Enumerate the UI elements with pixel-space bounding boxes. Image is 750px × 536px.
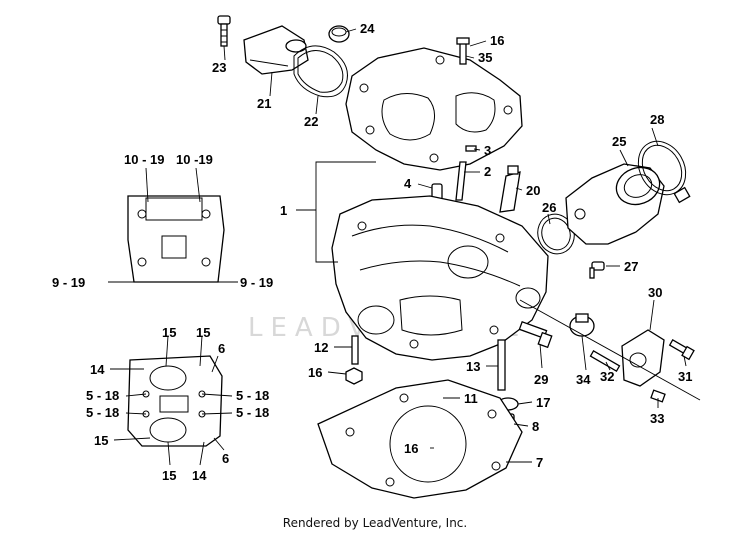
callout-7: 7 — [536, 455, 543, 470]
stud-12 — [351, 335, 359, 365]
thermostat — [569, 313, 595, 337]
water-outlet-housing — [621, 329, 665, 387]
callout-16-left: 16 — [308, 365, 322, 380]
callout-5-18-c: 5 - 18 — [236, 388, 269, 403]
callout-5-18-a: 5 - 18 — [86, 388, 119, 403]
callout-29: 29 — [534, 372, 548, 387]
callout-2: 2 — [484, 164, 491, 179]
head-gasket — [317, 379, 523, 499]
callout-35: 35 — [478, 50, 492, 65]
callout-21: 21 — [257, 96, 271, 111]
callout-13: 13 — [466, 359, 480, 374]
callout-15-bottom-left: 15 — [94, 433, 108, 448]
nut-16-left — [345, 367, 363, 385]
bolt-32 — [589, 350, 621, 372]
bolt-31 — [668, 339, 695, 361]
head-bottom-view — [127, 355, 223, 447]
callout-10-19-a: 10 - 19 — [124, 152, 164, 167]
valve-cover — [345, 47, 523, 171]
intake-manifold — [565, 163, 665, 245]
pin-3 — [465, 145, 477, 152]
callout-31: 31 — [678, 369, 692, 384]
callout-3: 3 — [484, 143, 491, 158]
head-top-view — [127, 195, 225, 283]
callout-9-19-left: 9 - 19 — [52, 275, 85, 290]
callout-6-bottom: 6 — [222, 451, 229, 466]
callout-10-19-b: 10 -19 — [176, 152, 213, 167]
callout-33: 33 — [650, 411, 664, 426]
callout-32: 32 — [600, 369, 614, 384]
callout-28: 28 — [650, 112, 664, 127]
cylinder-head — [331, 195, 549, 361]
cap-gasket — [293, 45, 348, 98]
callout-6-top: 6 — [218, 341, 225, 356]
callout-4: 4 — [404, 176, 412, 191]
callout-34: 34 — [576, 372, 591, 387]
callout-20: 20 — [526, 183, 540, 198]
callout-22: 22 — [304, 114, 318, 129]
callout-15-top-left: 15 — [162, 325, 176, 340]
callout-11: 11 — [464, 391, 478, 406]
cap-bolt — [217, 15, 231, 47]
hose-clamp — [637, 140, 691, 204]
dowel-33 — [650, 389, 666, 403]
leader-lines — [108, 28, 701, 466]
callout-17: 17 — [536, 395, 550, 410]
callout-24: 24 — [360, 21, 375, 36]
pin-2 — [455, 161, 467, 201]
tappet-cap — [243, 25, 309, 75]
stud-bolt-35 — [456, 37, 470, 65]
callout-9-19-right: 9 - 19 — [240, 275, 273, 290]
stud-13 — [497, 339, 506, 391]
screw-27 — [589, 261, 605, 279]
callout-14-left: 14 — [90, 362, 105, 377]
callout-25: 25 — [612, 134, 626, 149]
callout-1: 1 — [280, 203, 287, 218]
callout-labels: 23 21 22 24 16 35 3 2 4 20 1 26 25 28 27… — [52, 21, 692, 483]
callout-16-top: 16 — [490, 33, 504, 48]
callout-14-bottom: 14 — [192, 468, 207, 483]
callout-27: 27 — [624, 259, 638, 274]
footer-credit: Rendered by LeadVenture, Inc. — [282, 516, 468, 530]
callout-8: 8 — [532, 419, 539, 434]
plug — [328, 25, 350, 43]
callout-23: 23 — [212, 60, 226, 75]
callout-5-18-b: 5 - 18 — [86, 405, 119, 420]
callout-5-18-d: 5 - 18 — [236, 405, 269, 420]
callout-16-bottom: 16 — [404, 441, 418, 456]
sensor-29 — [518, 320, 553, 349]
callout-26: 26 — [542, 200, 556, 215]
callout-15-bottom: 15 — [162, 468, 176, 483]
callout-12: 12 — [314, 340, 328, 355]
spark-plug — [499, 165, 521, 213]
callout-30: 30 — [648, 285, 662, 300]
callout-15-top-right: 15 — [196, 325, 210, 340]
